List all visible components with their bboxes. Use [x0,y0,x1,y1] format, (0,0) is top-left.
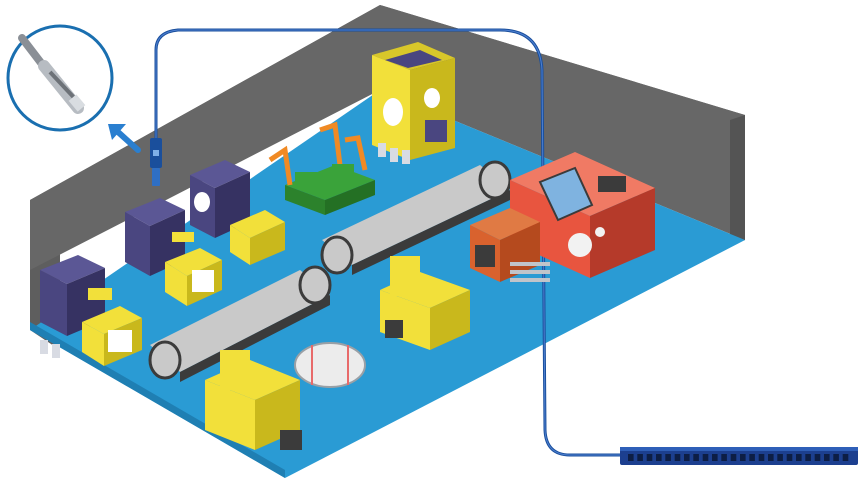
patch-panel-port [646,454,653,461]
back-walls [30,5,745,350]
patch-panel-port [824,454,830,461]
robot-arms [268,121,375,215]
patch-panel-port [702,454,709,461]
orange-machine [470,208,550,282]
wall-top-left [30,5,745,270]
purple-machine-3 [40,255,142,366]
conveyor-lower [148,265,332,382]
patch-panel-port [721,454,727,461]
patch-panel-port [842,454,849,461]
patch-panel-port [758,454,765,461]
yellow-machine-front [205,342,366,450]
patch-panel-port [628,454,634,461]
patch-panel-port [674,454,681,461]
rj45-connector-icon [6,24,114,132]
patch-panel-port [656,454,662,461]
patch-panel-port [805,454,811,461]
patch-panel-port [740,454,746,461]
patch-panel-port [814,454,821,461]
patch-panel-port [665,454,671,461]
patch-panel-icon [620,447,858,465]
patch-panel-port [637,454,643,461]
patch-panel-port [833,454,839,461]
patch-panel-port [693,454,699,461]
conveyor-upper [320,160,512,275]
patch-panel-port [749,454,755,461]
patch-panel-ports [628,454,849,461]
patch-panel-port [777,454,783,461]
arrow-up-left-icon [108,124,141,153]
patch-panel-port [712,454,718,461]
tower-machine [372,42,455,164]
patch-panel-port [786,454,793,461]
network-cable-highlight [155,29,620,456]
purple-machine-1 [190,160,285,265]
patch-panel-port [730,454,737,461]
red-machine [510,152,655,278]
cable-plug-icon [150,138,162,186]
patch-panel-port [796,454,802,461]
right-wall-face [730,115,745,245]
patch-panel-port [768,454,774,461]
floor-edge-left [30,322,285,478]
yellow-machine-center [380,256,470,350]
purple-machine-2 [125,198,222,306]
patch-panel-port [684,454,690,461]
